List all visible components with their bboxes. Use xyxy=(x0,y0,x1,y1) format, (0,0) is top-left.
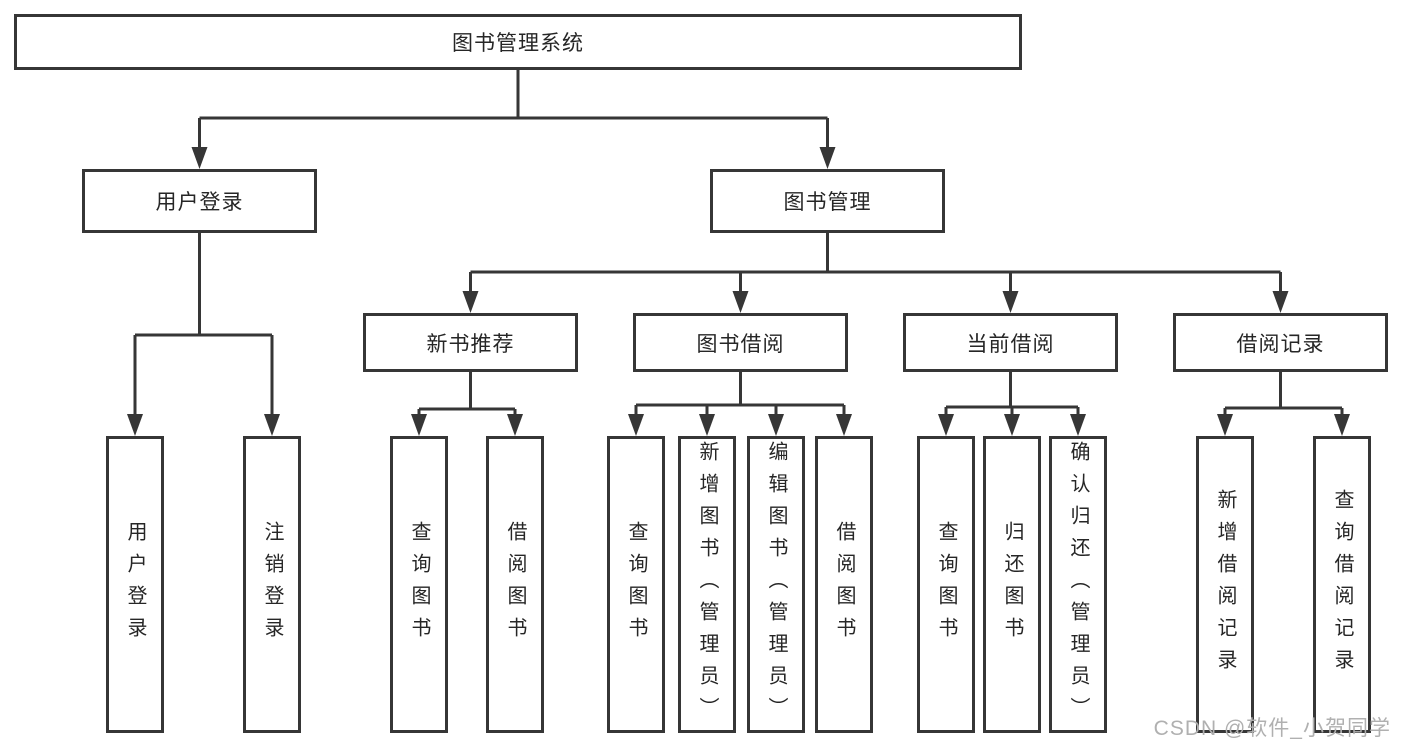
node-leaf-confirm-return-admin: 确认归还（管理员） xyxy=(1049,436,1107,733)
node-label: 注销登录 xyxy=(261,520,283,649)
node-leaf-query-books-recommend: 查询图书 xyxy=(390,436,448,733)
arrowhead-icons xyxy=(127,147,1350,436)
watermark: CSDN @软件_小贺同学 xyxy=(1153,717,1391,740)
node-label: 新书推荐 xyxy=(426,332,515,356)
node-leaf-query-borrow-record: 查询借阅记录 xyxy=(1313,436,1371,733)
node-leaf-query-books-current: 查询图书 xyxy=(917,436,975,733)
node-label: 归还图书 xyxy=(1001,520,1023,649)
node-leaf-borrow-books: 借阅图书 xyxy=(815,436,873,733)
node-label: 借阅图书 xyxy=(504,520,526,649)
node-leaf-return-books: 归还图书 xyxy=(983,436,1041,733)
node-leaf-query-books-borrow: 查询图书 xyxy=(607,436,665,733)
node-current-borrowing: 当前借阅 xyxy=(903,313,1118,372)
node-leaf-logout: 注销登录 xyxy=(243,436,301,733)
node-label: 查询图书 xyxy=(935,520,957,649)
node-user-login: 用户登录 xyxy=(82,169,317,233)
node-label: 借阅图书 xyxy=(833,520,855,649)
node-label: 编辑图书（管理员） xyxy=(765,440,787,729)
node-label: 图书管理 xyxy=(783,191,872,214)
node-label: 借阅记录 xyxy=(1236,332,1325,356)
node-leaf-edit-books-admin: 编辑图书（管理员） xyxy=(747,436,805,733)
node-label: 当前借阅 xyxy=(966,332,1055,356)
node-book-borrowing: 图书借阅 xyxy=(633,313,848,372)
node-leaf-add-borrow-record: 新增借阅记录 xyxy=(1196,436,1254,733)
node-label: 查询借阅记录 xyxy=(1331,488,1353,681)
node-new-book-recommendation: 新书推荐 xyxy=(363,313,578,372)
node-leaf-borrow-books-recommend: 借阅图书 xyxy=(486,436,544,733)
node-leaf-add-books-admin: 新增图书（管理员） xyxy=(678,436,736,733)
node-label: 查询图书 xyxy=(408,520,430,649)
node-label: 图书管理系统 xyxy=(452,32,584,55)
node-label: 用户登录 xyxy=(124,520,146,649)
node-root-library-system: 图书管理系统 xyxy=(14,14,1022,70)
node-label: 新增借阅记录 xyxy=(1214,488,1236,681)
node-label: 用户登录 xyxy=(155,191,244,214)
node-book-management: 图书管理 xyxy=(710,169,945,233)
node-label: 查询图书 xyxy=(625,520,647,649)
node-label: 新增图书（管理员） xyxy=(696,440,718,729)
node-label: 确认归还（管理员） xyxy=(1067,440,1089,729)
node-leaf-user-login: 用户登录 xyxy=(106,436,164,733)
node-borrowing-records: 借阅记录 xyxy=(1173,313,1388,372)
node-label: 图书借阅 xyxy=(696,332,785,356)
